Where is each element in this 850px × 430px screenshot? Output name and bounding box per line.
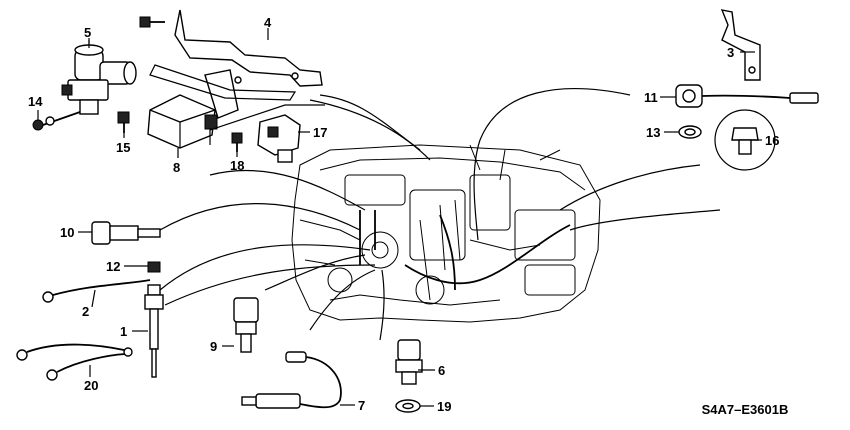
bolt-part-16[interactable] bbox=[714, 109, 776, 171]
callout-15: 15 bbox=[116, 140, 130, 155]
washer-part-19[interactable] bbox=[395, 399, 421, 413]
nut-part-12[interactable] bbox=[147, 261, 161, 273]
callout-12: 12 bbox=[106, 259, 120, 274]
callout-2: 2 bbox=[82, 304, 89, 319]
screw-part-14[interactable] bbox=[32, 111, 81, 131]
temperature-sensor-part-9[interactable] bbox=[233, 297, 259, 353]
washer-part-13[interactable] bbox=[678, 125, 702, 139]
bracket-part-3[interactable] bbox=[720, 9, 761, 81]
callout-9: 9 bbox=[210, 339, 217, 354]
bolt-part-15[interactable] bbox=[117, 111, 130, 133]
guide-frame-4 bbox=[149, 64, 297, 101]
diagram-code: S4A7–E3601B bbox=[702, 402, 789, 417]
callout-5: 5 bbox=[84, 25, 91, 40]
callout-labels: 1 2 3 4 5 6 7 8 9 10 11 12 13 14 15 16 1… bbox=[28, 15, 779, 414]
bolt-part-18[interactable] bbox=[231, 132, 243, 152]
callout-8: 8 bbox=[173, 160, 180, 175]
callout-20: 20 bbox=[84, 378, 98, 393]
callout-18: 18 bbox=[230, 158, 244, 173]
temperature-sensor-part-10[interactable] bbox=[91, 221, 161, 245]
callout-11: 11 bbox=[644, 90, 658, 105]
callout-1: 1 bbox=[120, 324, 127, 339]
callout-13: 13 bbox=[646, 125, 660, 140]
bolt-top[interactable] bbox=[139, 16, 165, 28]
sensor-part-7[interactable] bbox=[241, 351, 342, 409]
sensor-part-17[interactable] bbox=[257, 114, 301, 163]
callout-10: 10 bbox=[60, 225, 74, 240]
bracket-part-4[interactable] bbox=[174, 9, 323, 119]
callout-7: 7 bbox=[358, 398, 365, 413]
control-module-part-8[interactable] bbox=[147, 94, 218, 149]
engine-assembly bbox=[291, 144, 601, 323]
callout-leaders bbox=[37, 28, 762, 407]
callout-16: 16 bbox=[765, 133, 779, 148]
callout-19: 19 bbox=[437, 399, 451, 414]
guide-frame-17 bbox=[209, 104, 325, 145]
callout-4: 4 bbox=[264, 15, 272, 30]
callout-14: 14 bbox=[28, 94, 43, 109]
callout-6: 6 bbox=[438, 363, 445, 378]
harness-leader-lines bbox=[159, 88, 721, 341]
switch-part-6[interactable] bbox=[395, 339, 423, 385]
glow-plug-part-1[interactable] bbox=[144, 284, 164, 378]
solenoid-valve-part-5[interactable] bbox=[61, 44, 137, 115]
cable-set-part-20[interactable] bbox=[16, 343, 133, 381]
sensor-part-11[interactable] bbox=[675, 84, 819, 108]
cable-part-2[interactable] bbox=[42, 279, 151, 303]
callout-17: 17 bbox=[313, 125, 327, 140]
callout-3: 3 bbox=[727, 45, 734, 60]
